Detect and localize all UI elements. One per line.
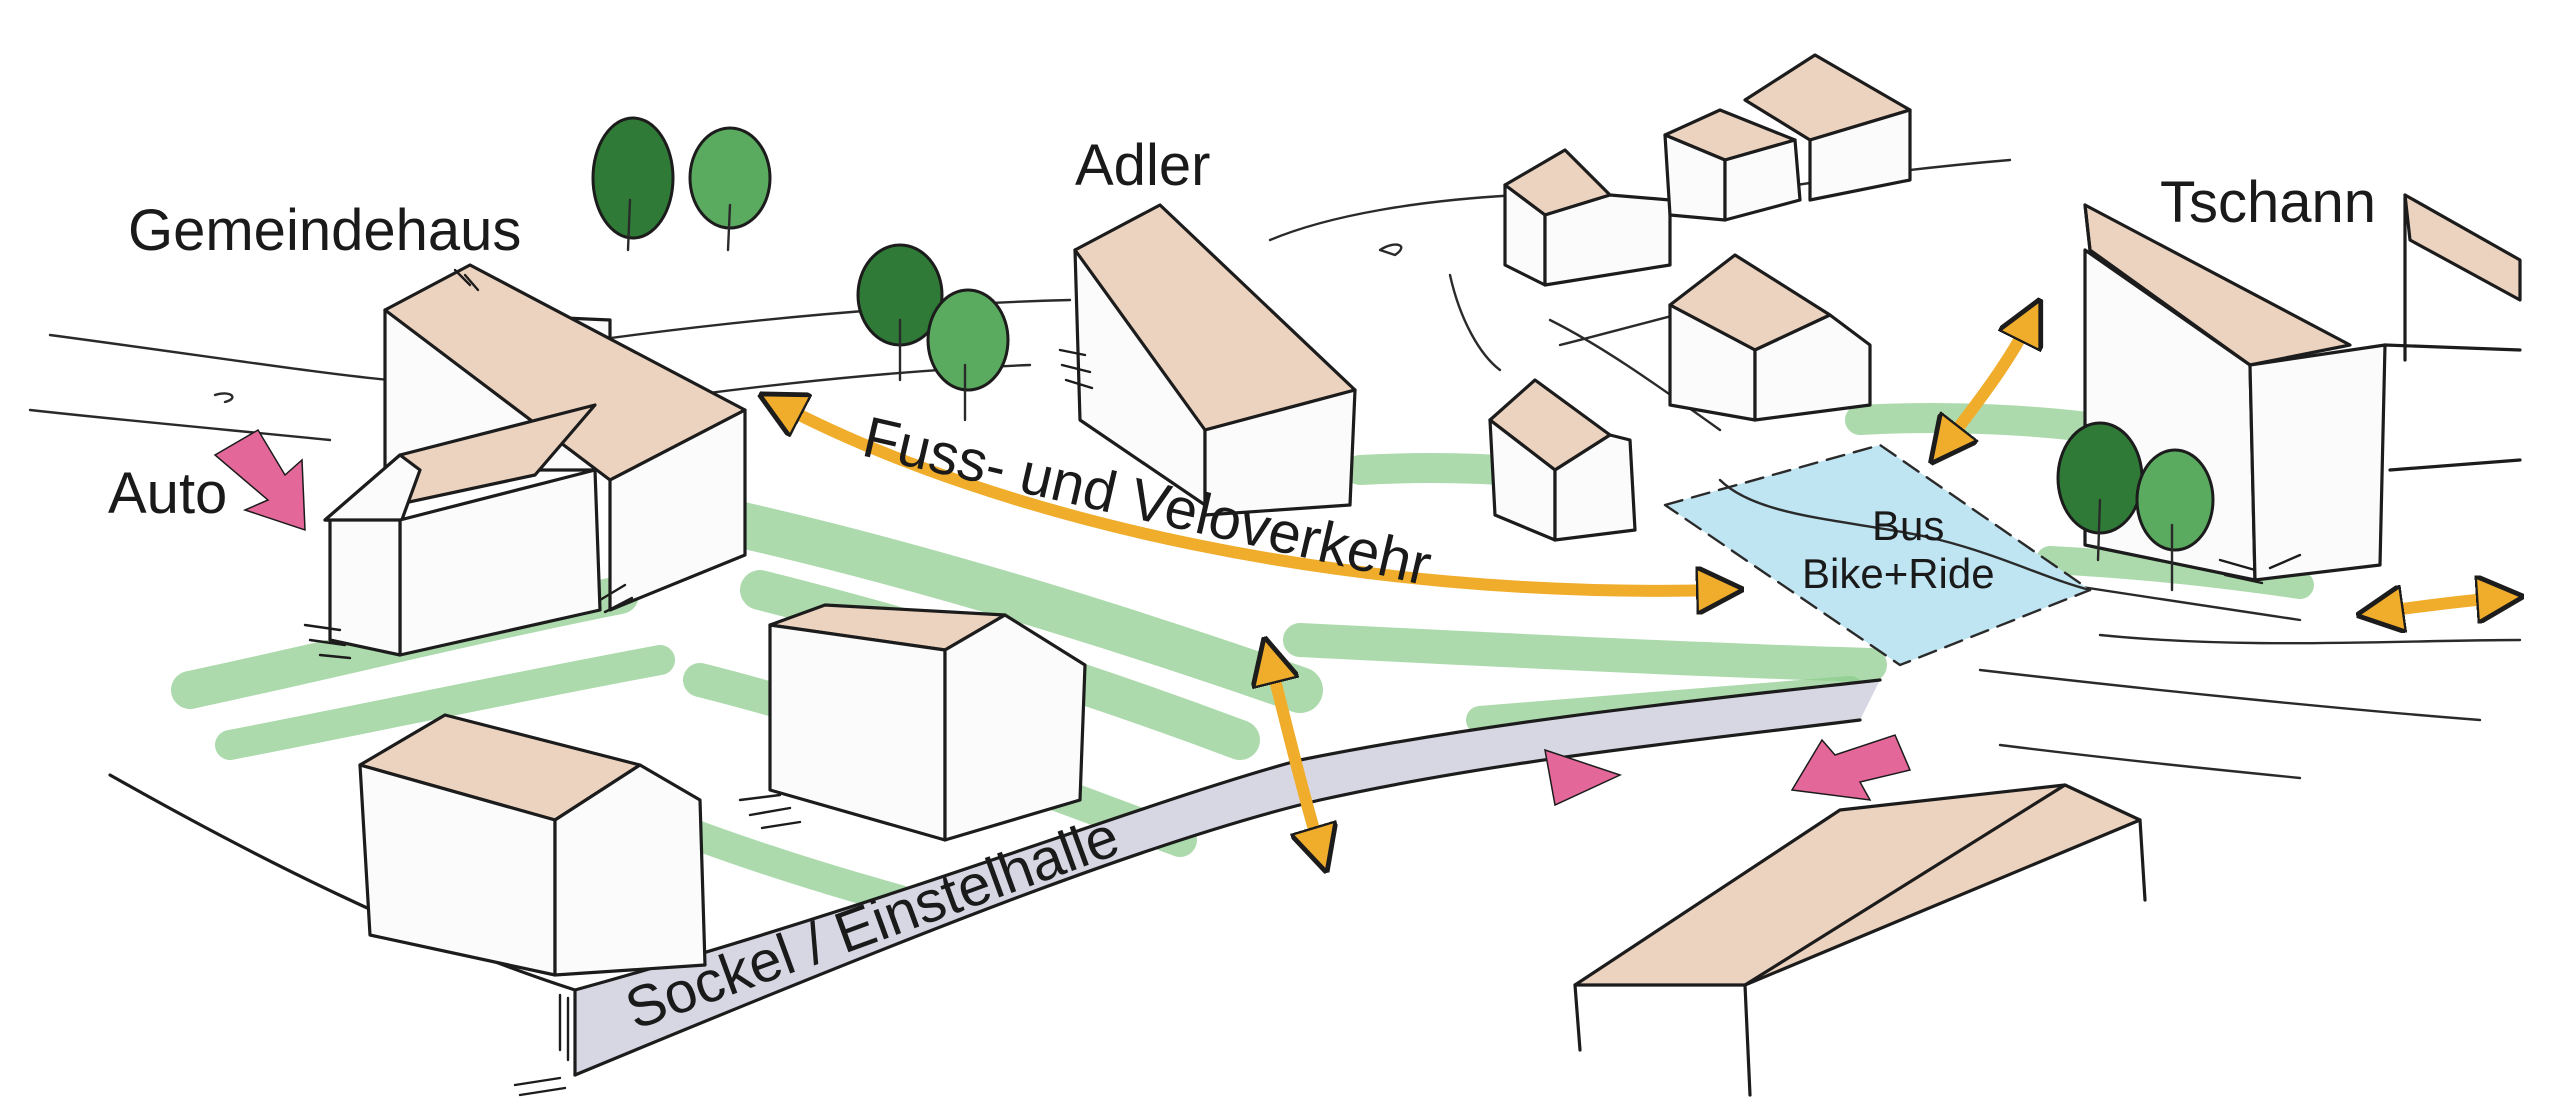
double-arrow-icon [780, 405, 1720, 591]
tree-icon [926, 288, 1010, 422]
double-arrow-icon [1270, 660, 1320, 850]
tree-icon [2135, 448, 2215, 592]
grass-strip-mid [1283, 623, 1887, 682]
label-bus: Bus [1872, 502, 1944, 549]
building-far-right [2403, 193, 2522, 362]
bus-bike-ride-area [1663, 443, 2092, 667]
double-arrow-icon [2380, 598, 2500, 612]
building-gemeindehaus [303, 263, 747, 660]
label-gemeindehaus: Gemeindehaus [128, 198, 521, 263]
building-small-1 [1503, 148, 1672, 287]
label-bike-ride: Bike+Ride [1802, 550, 1995, 597]
tree-icon [856, 243, 944, 382]
building-small-5 [1488, 378, 1637, 542]
building-middle-2 [358, 713, 707, 977]
building-warehouse [1573, 783, 2147, 1097]
building-small-2 [1663, 108, 1802, 222]
pedestrian-arrows [780, 320, 2500, 850]
tree-icon [591, 116, 675, 252]
car-arrow-icon [1790, 734, 1912, 801]
car-arrows [213, 428, 1912, 807]
grass-strip-right [1845, 403, 2125, 445]
label-auto: Auto [108, 461, 227, 526]
building-small-4 [1668, 253, 1872, 422]
building-small-3 [1743, 53, 1912, 202]
tree-icon [688, 126, 772, 252]
grass-strip-left-2 [215, 645, 675, 760]
bus-zone-fill [1665, 445, 2090, 665]
building-middle-1 [738, 603, 1087, 842]
plinth-band [575, 680, 1880, 1075]
label-tschann: Tschann [2160, 170, 2376, 235]
double-arrow-icon [1945, 320, 2030, 445]
car-arrow-icon [213, 428, 306, 532]
grass-strip-right-2 [2036, 546, 2314, 599]
trees [591, 116, 2215, 592]
road-lines [28, 158, 2522, 780]
car-arrow-icon [1544, 748, 1623, 807]
label-adler: Adler [1075, 133, 1210, 198]
